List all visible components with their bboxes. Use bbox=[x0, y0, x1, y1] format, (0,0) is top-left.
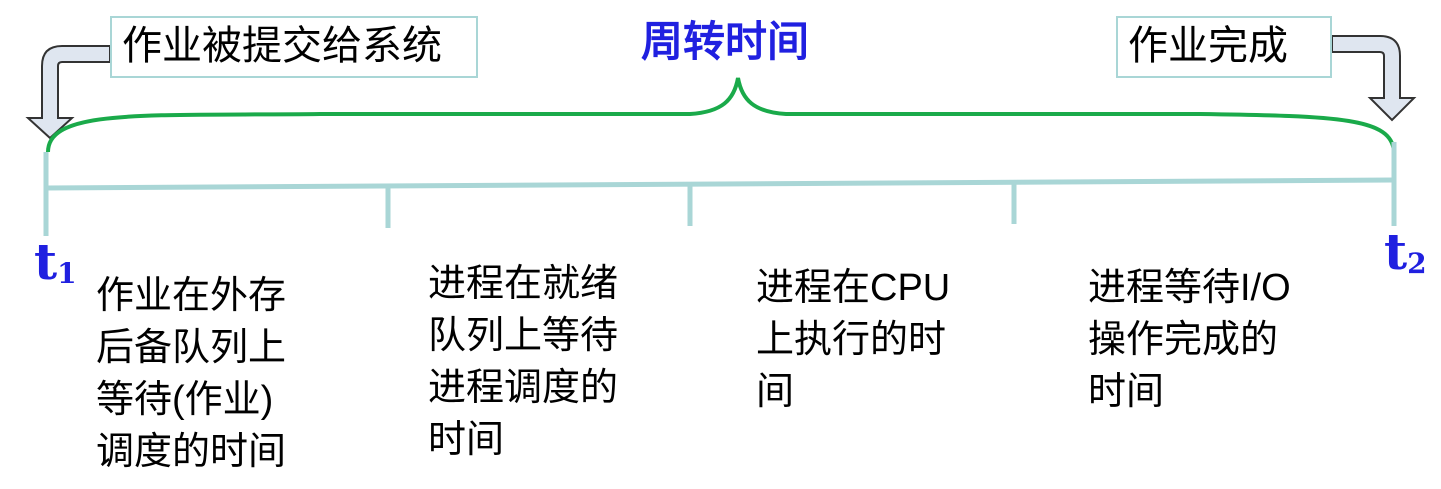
t2-base: t bbox=[1384, 222, 1408, 281]
segment-io-wait: 进程等待I/O 操作完成的 时间 bbox=[1088, 267, 1291, 413]
left-down-arrow-icon bbox=[25, 45, 111, 140]
t1-subscript: 1 bbox=[57, 257, 77, 290]
diagram-title: 周转时间 bbox=[640, 17, 809, 66]
timeline-axis bbox=[45, 177, 1395, 191]
segment-cpu-execution: 进程在CPU 上执行的时 间 bbox=[756, 267, 951, 413]
segment-backup-queue-wait: 作业在外存 后备队列上 等待(作业) 调度的时间 bbox=[96, 275, 287, 473]
t1-label: t1 bbox=[34, 234, 77, 302]
t1-base: t bbox=[34, 232, 58, 291]
segment-ready-queue-wait: 进程在就绪 队列上等待 进程调度的 时间 bbox=[428, 263, 619, 461]
t2-subscript: 2 bbox=[1407, 247, 1427, 280]
right-down-arrow-icon bbox=[1331, 35, 1417, 122]
t2-label: t2 bbox=[1384, 224, 1427, 292]
job-completed-label: 作业完成 bbox=[1116, 16, 1332, 78]
turnaround-brace bbox=[46, 77, 1396, 153]
job-submitted-label: 作业被提交给系统 bbox=[110, 16, 478, 78]
